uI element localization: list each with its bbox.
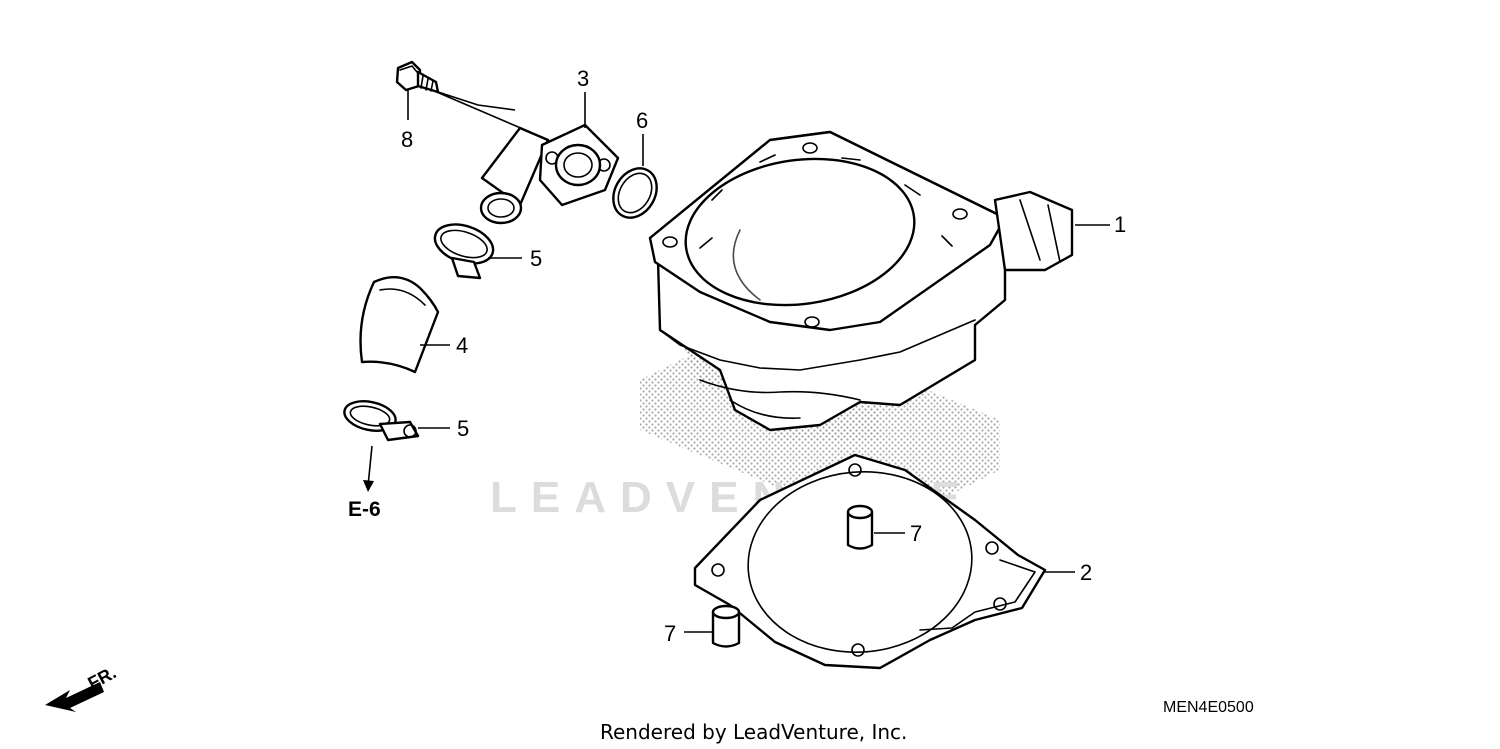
credit-text: Rendered by LeadVenture, Inc. [600,720,907,744]
callout-8: 8 [401,127,413,152]
reference-arrow [363,445,374,492]
callout-7-upper: 7 [910,521,922,546]
water-hose-part [359,276,450,374]
callout-6: 6 [636,108,648,133]
callout-7-lower: 7 [664,621,676,646]
diagram-code: MEN4E0500 [1163,699,1254,716]
o-ring-part [612,134,658,219]
callout-5-lower: 5 [457,416,469,441]
callout-3: 3 [577,66,589,91]
callout-2: 2 [1080,560,1092,585]
hose-clamp-upper-part [433,223,522,280]
front-arrow-icon: FR. [45,662,119,712]
callout-4: 4 [456,333,468,358]
callout-5-upper: 5 [530,246,542,271]
reference-label[interactable]: E-6 [348,498,381,521]
bolt-part [395,60,440,120]
water-joint-part [431,89,620,225]
gasket-part [693,453,1075,670]
cylinder-part [648,130,1110,440]
dowel-pin-upper-part [846,504,905,550]
dowel-pin-lower-part [684,604,741,648]
callout-1: 1 [1114,212,1126,237]
hose-clamp-lower-part [343,400,450,442]
